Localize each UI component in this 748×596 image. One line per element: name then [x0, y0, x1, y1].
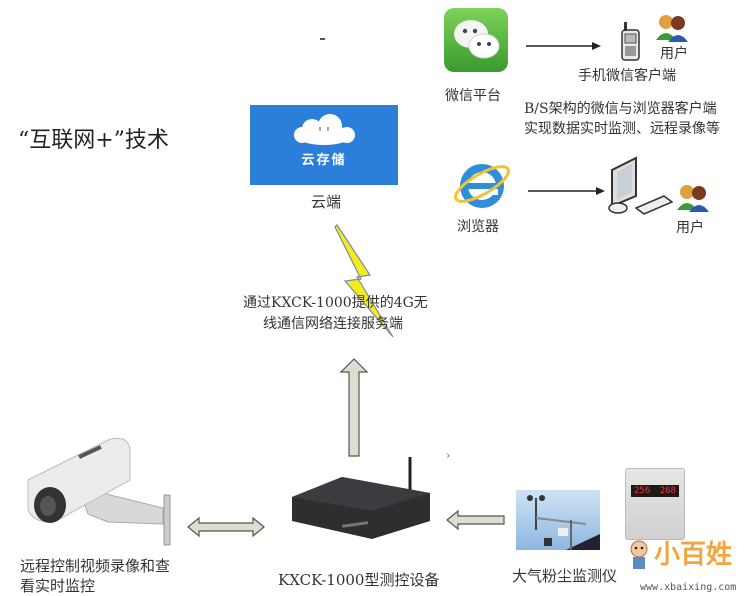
- arrow-sensors-to-device: [446, 509, 505, 531]
- surveillance-camera-icon: [27, 437, 171, 546]
- chevron-right-icon: ›: [446, 449, 451, 462]
- cloud-icon: [294, 114, 355, 145]
- mobile-user-label: 用户: [660, 46, 688, 62]
- lightning-bolt-icon: [334, 224, 394, 338]
- mobile-client-label: 手机微信客户端: [578, 68, 676, 84]
- stray-mark: [320, 38, 325, 40]
- camera-label-line-1: 远程控制视频录像和查: [20, 557, 171, 575]
- desktop-computer-icon: [608, 156, 674, 215]
- arrow-wechat-to-phone: [526, 42, 601, 50]
- diagram-heading: “互联网+”技术: [18, 128, 169, 153]
- dust-monitor-device: 256 268: [625, 468, 685, 540]
- wechat-label: 微信平台: [445, 88, 501, 104]
- users-icon: [656, 15, 688, 42]
- description-line-1: B/S架构的微信与浏览器客户端: [524, 101, 717, 117]
- mobile-phone-icon: [621, 22, 640, 61]
- pc-user-label: 用户: [676, 220, 704, 236]
- arrow-bidirectional-camera-device: [187, 516, 265, 538]
- camera-label-line-2: 看实时监控: [20, 577, 96, 595]
- watermark-url: www.xbaixing.com: [640, 582, 737, 593]
- display-value-2: 268: [659, 486, 676, 496]
- arrow-up-device-to-cloud: [339, 358, 369, 457]
- measurement-control-device-icon: [292, 457, 430, 539]
- description-line-2: 实现数据实时监测、远程录像等: [524, 121, 720, 137]
- cloud-storage-tile: 云存储: [250, 105, 398, 185]
- users-icon-pc: [677, 185, 709, 212]
- cloud-badge-text: 云存储: [301, 153, 347, 168]
- wechat-app-icon: [444, 8, 508, 72]
- watermark-brand: 小百姓: [654, 540, 733, 570]
- wechat-bubbles-icon: [454, 20, 500, 59]
- dust-monitor-label: 大气粉尘监测仪: [512, 567, 618, 585]
- device-label: KXCK-1000型测控设备: [278, 571, 440, 589]
- watermark-mascot-icon: [630, 540, 648, 569]
- dust-monitor-display: 256 268: [631, 485, 679, 497]
- browser-icon: [454, 164, 510, 208]
- cloud-label: 云端: [311, 193, 342, 211]
- anemometer-icon: [527, 495, 600, 550]
- browser-label: 浏览器: [457, 219, 499, 235]
- arrow-browser-to-pc: [528, 187, 605, 195]
- network-text-line-1: 通过KXCK-1000提供的4G无: [243, 295, 428, 311]
- weather-station-image: [516, 490, 600, 550]
- display-value-1: 256: [634, 486, 651, 496]
- network-text-line-2: 线通信网络连接服务端: [263, 316, 403, 332]
